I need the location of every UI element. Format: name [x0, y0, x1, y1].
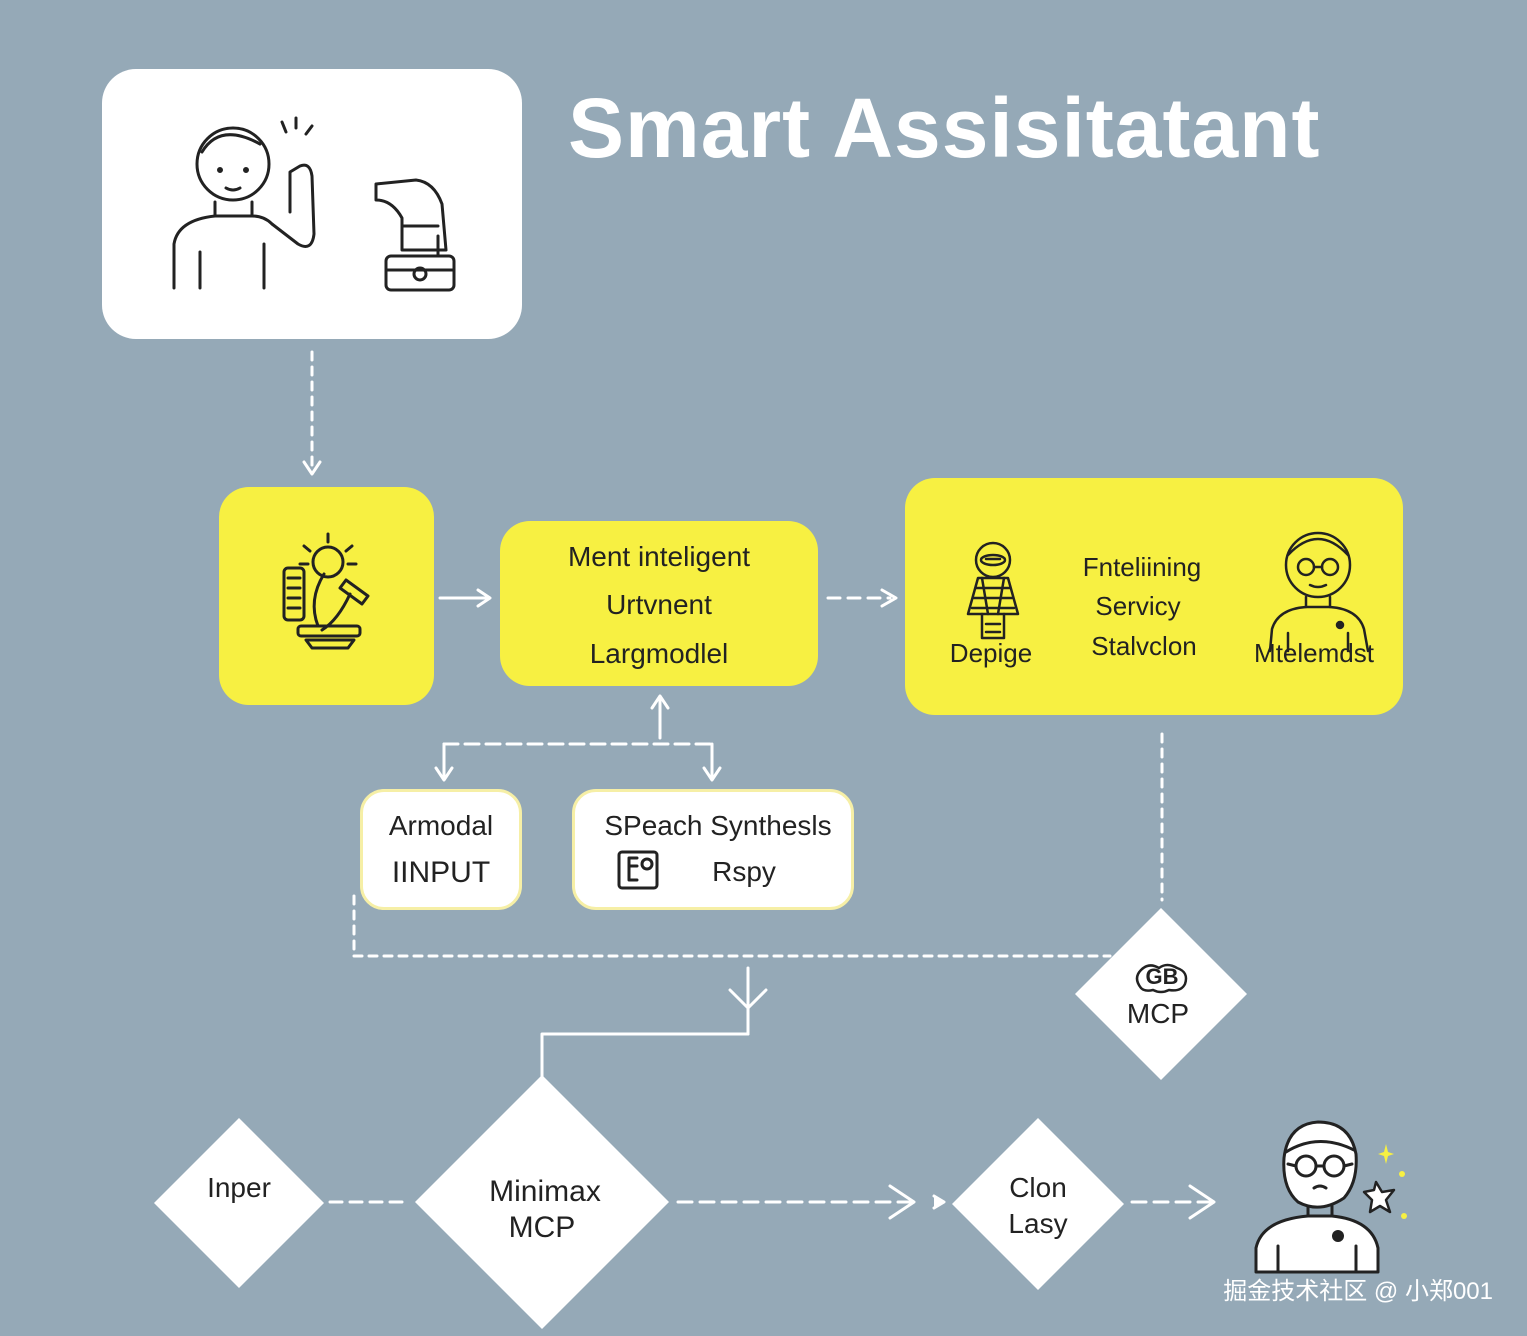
person-glasses-icon: [1268, 531, 1370, 653]
service-left-label: Depige: [949, 638, 1033, 668]
person-waving-icon: [172, 116, 316, 290]
clon-line-2: Lasy: [1008, 1208, 1068, 1239]
speech-line-2: Rspy: [712, 856, 776, 887]
speech-line-1: SPeach Synthesls: [604, 810, 832, 841]
clon-diamond: [952, 1118, 1124, 1290]
printer-icon: [374, 178, 456, 292]
multimodal-line-1: Armodal: [388, 810, 494, 841]
minimax-line-1: Minimax: [489, 1175, 601, 1208]
input-device-box: [219, 487, 434, 705]
model-line-2: Urtvnent: [606, 589, 712, 620]
model-line-3: Largmodlel: [589, 638, 729, 669]
multimodal-line-2: IINPUT: [391, 856, 491, 889]
robot-icon: [966, 541, 1020, 640]
microscope-icon: [282, 566, 370, 650]
service-mid-line-2: Servicy: [1095, 591, 1181, 621]
inper-label: Inper: [207, 1172, 271, 1203]
clon-line-1: Clon: [1009, 1172, 1067, 1203]
service-mid-line-3: Stalvclon: [1091, 631, 1197, 661]
document-icon: [617, 850, 659, 890]
mcp-badge-label: GB: [1145, 964, 1179, 989]
mcp-label: MCP: [1126, 998, 1190, 1029]
model-line-1: Ment inteligent: [567, 541, 751, 572]
diagram-title: Smart Assisitatant: [568, 81, 1321, 175]
brain-icon: [1135, 963, 1188, 994]
minimax-mcp-diamond: [415, 1075, 669, 1329]
inper-diamond: [154, 1118, 324, 1288]
speech-synthesis-box: [572, 789, 854, 910]
multimodal-input-box: [360, 789, 522, 910]
sparkle-icon: [1362, 1144, 1407, 1219]
person-glasses-icon: [1254, 1120, 1380, 1274]
service-mid-line-1: Fnteliining: [1082, 552, 1202, 582]
minimax-line-2: MCP: [508, 1211, 576, 1244]
watermark: 掘金技术社区 @ 小郑001: [1223, 1278, 1493, 1305]
sun-icon: [298, 532, 358, 579]
large-model-box: [500, 521, 818, 686]
mcp-diamond: [1075, 908, 1247, 1080]
service-right-label: Mtelemdst: [1254, 638, 1374, 668]
